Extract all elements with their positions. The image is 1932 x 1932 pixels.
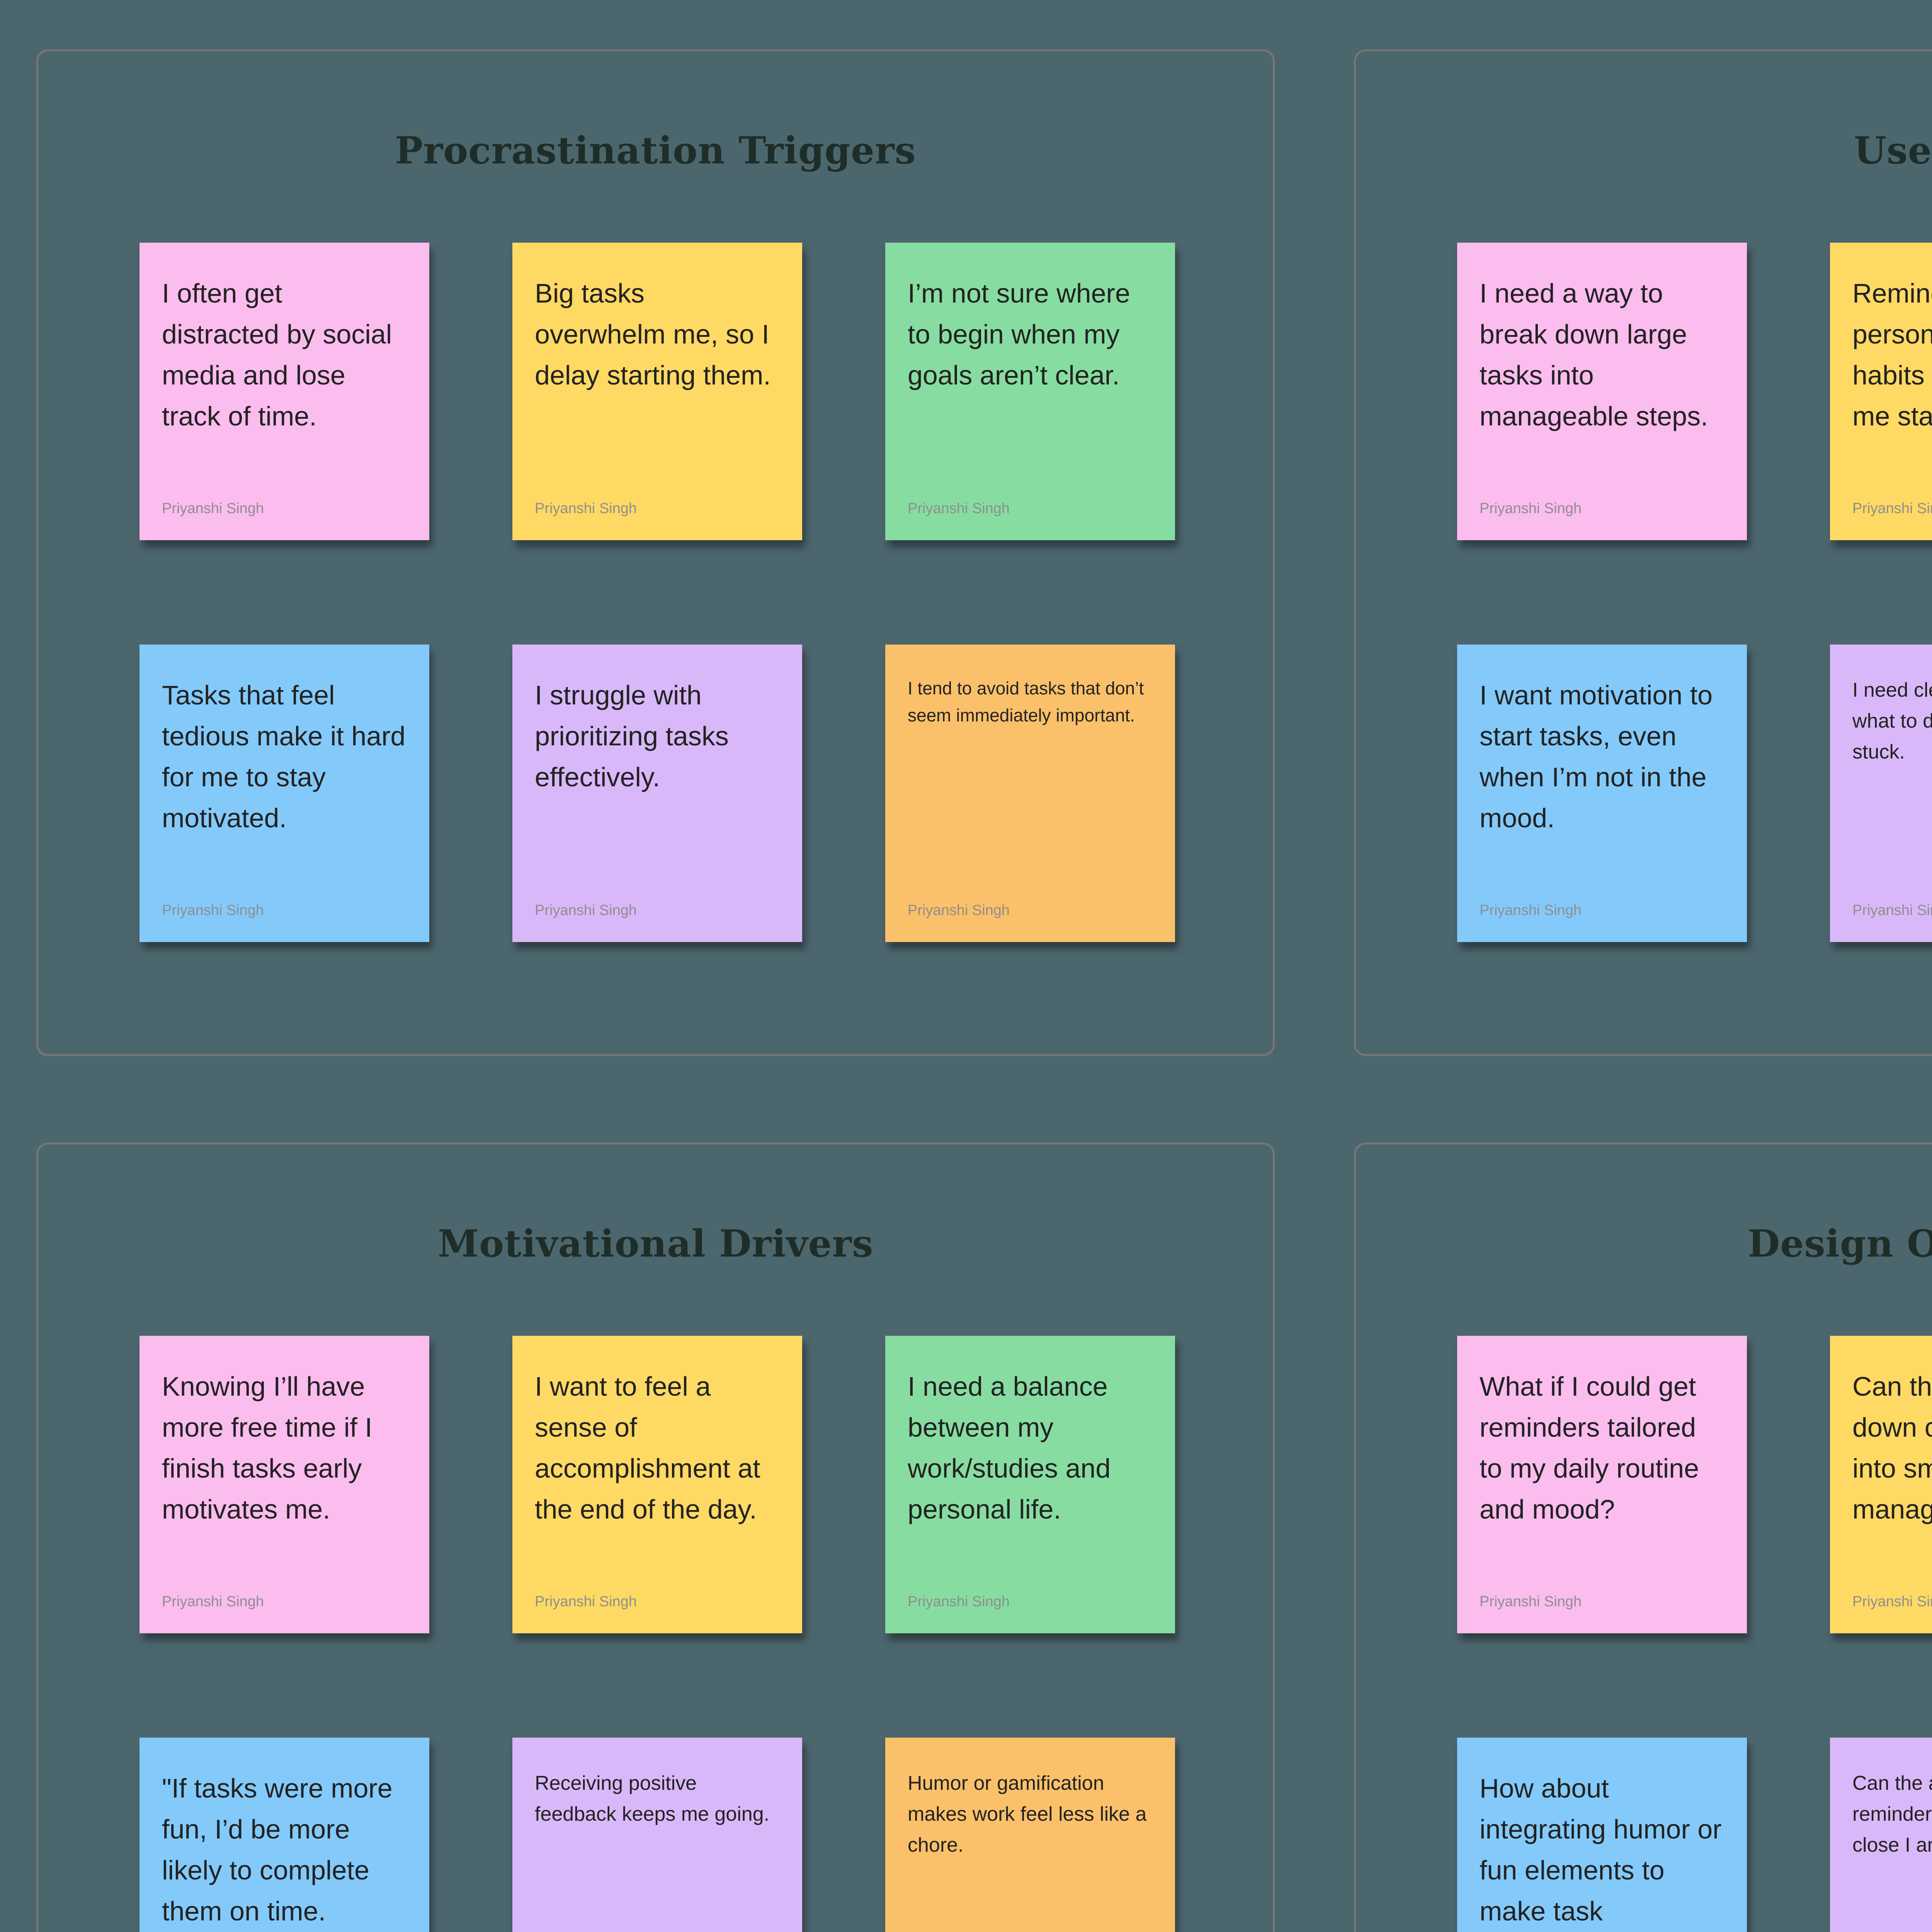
sticky-note-grid: I often get distracted by social media a… <box>139 243 1175 942</box>
sticky-note-author: Priyanshi Singh <box>1852 1594 1932 1610</box>
sticky-note[interactable]: I need clear guidance on what to do next… <box>1830 645 1932 942</box>
sticky-note-author: Priyanshi Singh <box>162 500 264 517</box>
section-title[interactable]: Design Opportunities <box>1747 1222 1932 1265</box>
section-title[interactable]: User Needs <box>1854 129 1932 172</box>
section-panel-motivational-drivers[interactable]: Motivational Drivers Knowing I’ll have m… <box>36 1143 1275 1932</box>
sticky-note[interactable]: I often get distracted by social media a… <box>139 243 429 540</box>
sticky-note[interactable]: Can the app adjust reminders based on ho… <box>1830 1738 1932 1932</box>
sticky-note-text: Receiving positive feedback keeps me goi… <box>535 1772 770 1825</box>
sticky-note-author: Priyanshi Singh <box>1480 902 1582 918</box>
sticky-note-text: Can the app adjust reminders based on ho… <box>1852 1772 1932 1856</box>
sticky-note[interactable]: Reminders that are personalized to my ha… <box>1830 243 1932 540</box>
sticky-note-author: Priyanshi Singh <box>162 902 264 918</box>
sticky-note-author: Priyanshi Singh <box>535 500 637 517</box>
sticky-note[interactable]: Can the app break down complex tasks int… <box>1830 1336 1932 1633</box>
sticky-note[interactable]: How about integrating humor or fun eleme… <box>1457 1738 1747 1932</box>
sticky-note-text: Knowing I’ll have more free time if I fi… <box>162 1371 380 1524</box>
sticky-note-author: Priyanshi Singh <box>535 902 637 918</box>
sticky-note-text: I need a balance between my work/studies… <box>908 1371 1118 1524</box>
sticky-note-text: Humor or gamification makes work feel le… <box>908 1772 1152 1856</box>
sticky-note[interactable]: Humor or gamification makes work feel le… <box>885 1738 1175 1932</box>
sticky-note-text: I want motivation to start tasks, even w… <box>1480 680 1720 833</box>
sticky-note[interactable]: Knowing I’ll have more free time if I fi… <box>139 1336 429 1633</box>
sticky-note[interactable]: What if I could get reminders tailored t… <box>1457 1336 1747 1633</box>
sticky-note-text: I need clear guidance on what to do next… <box>1852 679 1932 763</box>
sticky-note[interactable]: I want motivation to start tasks, even w… <box>1457 645 1747 942</box>
sticky-note[interactable]: Big tasks overwhelm me, so I delay start… <box>512 243 802 540</box>
sticky-note-grid: I need a way to break down large tasks i… <box>1457 243 1932 942</box>
sticky-note-text: Can the app break down complex tasks int… <box>1852 1371 1932 1524</box>
section-title[interactable]: Procrastination Triggers <box>395 129 916 172</box>
sticky-note-text: I struggle with prioritizing tasks effec… <box>535 680 736 792</box>
sticky-note-text: "If tasks were more fun, I’d be more lik… <box>162 1773 400 1926</box>
sticky-note-author: Priyanshi Singh <box>908 500 1010 517</box>
sticky-note[interactable]: I tend to avoid tasks that don’t seem im… <box>885 645 1175 942</box>
section-panel-user-needs[interactable]: User Needs I need a way to break down la… <box>1354 49 1932 1056</box>
sticky-note-text: I need a way to break down large tasks i… <box>1480 278 1708 431</box>
sticky-note-grid: What if I could get reminders tailored t… <box>1457 1336 1932 1932</box>
sticky-note[interactable]: "If tasks were more fun, I’d be more lik… <box>139 1738 429 1932</box>
sticky-note-text: Tasks that feel tedious make it hard for… <box>162 680 413 833</box>
sticky-note-author: Priyanshi Singh <box>162 1594 264 1610</box>
sticky-note[interactable]: I need a balance between my work/studies… <box>885 1336 1175 1633</box>
sticky-note-text: Big tasks overwhelm me, so I delay start… <box>535 278 777 390</box>
sticky-note[interactable]: Receiving positive feedback keeps me goi… <box>512 1738 802 1932</box>
sticky-note-text: Reminders that are personalized to my ha… <box>1852 278 1932 431</box>
sticky-note-text: How about integrating humor or fun eleme… <box>1480 1773 1722 1926</box>
sticky-note-author: Priyanshi Singh <box>908 1594 1010 1610</box>
sticky-note[interactable]: I want to feel a sense of accomplishment… <box>512 1336 802 1633</box>
sticky-note-author: Priyanshi Singh <box>535 1594 637 1610</box>
section-title[interactable]: Motivational Drivers <box>437 1222 874 1265</box>
sticky-note-author: Priyanshi Singh <box>1480 500 1582 517</box>
sticky-note-text: I want to feel a sense of accomplishment… <box>535 1371 768 1524</box>
sticky-note-text: What if I could get reminders tailored t… <box>1480 1371 1707 1524</box>
section-panel-design-opportunities[interactable]: Design Opportunities What if I could get… <box>1354 1143 1932 1932</box>
sticky-note-text: I tend to avoid tasks that don’t seem im… <box>908 678 1149 725</box>
sticky-note-text: I’m not sure where to begin when my goal… <box>908 278 1138 390</box>
sticky-note[interactable]: I need a way to break down large tasks i… <box>1457 243 1747 540</box>
sticky-note-author: Priyanshi Singh <box>1480 1594 1582 1610</box>
section-panel-procrastination-triggers[interactable]: Procrastination Triggers I often get dis… <box>36 49 1275 1056</box>
sticky-note[interactable]: Tasks that feel tedious make it hard for… <box>139 645 429 942</box>
sticky-note-author: Priyanshi Singh <box>1852 902 1932 918</box>
sticky-note-grid: Knowing I’ll have more free time if I fi… <box>139 1336 1175 1932</box>
sticky-note[interactable]: I struggle with prioritizing tasks effec… <box>512 645 802 942</box>
sticky-note-author: Priyanshi Singh <box>1852 500 1932 517</box>
sticky-note-author: Priyanshi Singh <box>908 902 1010 918</box>
sticky-note-text: I often get distracted by social media a… <box>162 278 400 431</box>
sticky-note[interactable]: I’m not sure where to begin when my goal… <box>885 243 1175 540</box>
